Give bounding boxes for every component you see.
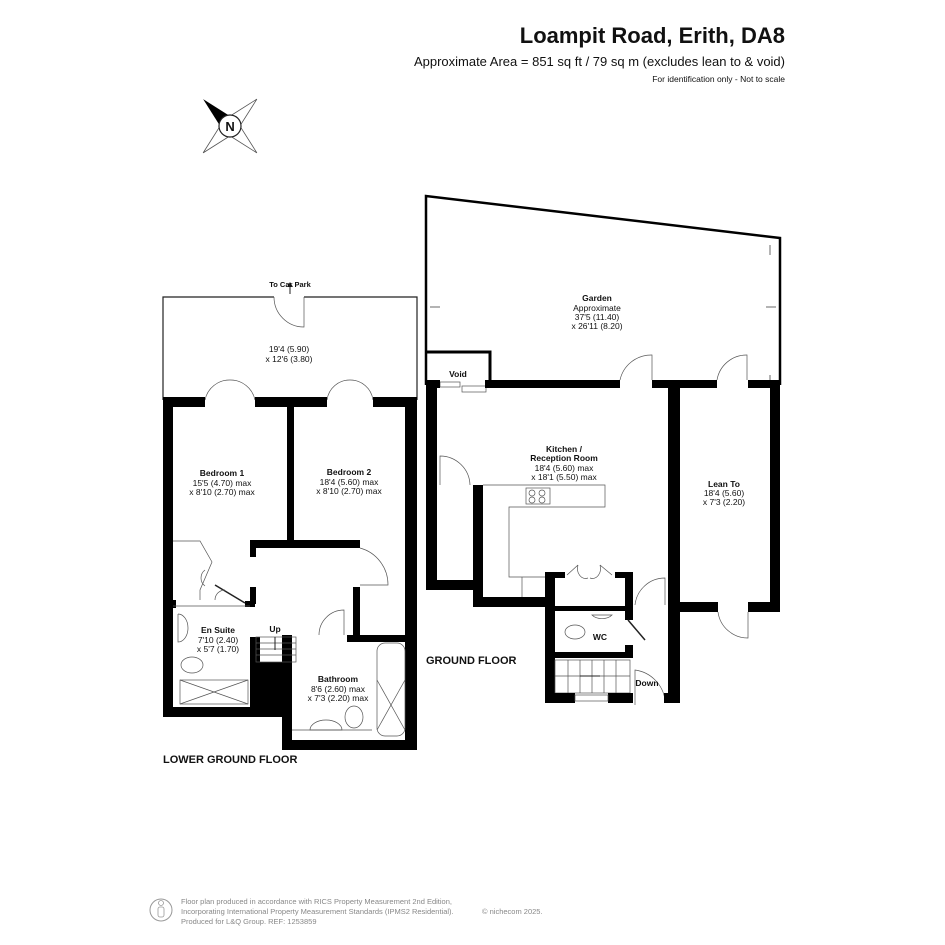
shower-icon	[179, 679, 249, 705]
bedroom2-dim1: 18'4 (5.60) max	[320, 477, 380, 487]
stairs-down-label: Down	[635, 678, 658, 688]
stairs-up-label: Up	[269, 624, 280, 634]
compass-letter: N	[225, 119, 234, 134]
bathroom-name: Bathroom	[318, 674, 359, 684]
garden-note: Approximate	[573, 303, 621, 313]
ground-floor-label: GROUND FLOOR	[426, 655, 516, 667]
ground-floor-plan	[424, 194, 782, 705]
footer-line3: Produced for L&Q Group. REF: 1253859	[181, 917, 317, 926]
garden-dim2: x 26'11 (8.20)	[571, 321, 622, 331]
kitchen-dim2: x 18'1 (5.50) max	[531, 472, 597, 482]
lower-ground-floor-label: LOWER GROUND FLOOR	[163, 754, 297, 766]
void-label: Void	[449, 369, 467, 379]
footer-line1: Floor plan produced in accordance with R…	[181, 897, 452, 906]
patio-dim2: x 12'6 (3.80)	[266, 354, 313, 364]
to-car-park-label: To Car Park	[269, 280, 311, 289]
disclaimer: For identification only - Not to scale	[652, 74, 785, 84]
garden-dim1: 37'5 (11.40)	[575, 312, 620, 322]
toilet-icon	[564, 624, 586, 640]
stairs-down	[554, 659, 631, 694]
bedroom1-name: Bedroom 1	[200, 468, 245, 478]
lower-ground-floor-plan	[162, 282, 418, 750]
ensuite-dim2: x 5'7 (1.70)	[197, 644, 239, 654]
bathroom-dim2: x 7'3 (2.20) max	[308, 693, 369, 703]
kitchen-name1: Kitchen /	[546, 444, 583, 454]
rics-logo-icon	[149, 898, 173, 922]
property-title: Loampit Road, Erith, DA8	[520, 23, 785, 48]
approximate-area: Approximate Area = 851 sq ft / 79 sq m (…	[414, 54, 785, 69]
lean-to-dim2: x 7'3 (2.20)	[703, 497, 745, 507]
bedroom1-dim1: 15'5 (4.70) max	[193, 478, 253, 488]
bedroom2-dim2: x 8'10 (2.70) max	[316, 486, 382, 496]
footer-line2: Incorporating International Property Mea…	[181, 907, 454, 916]
wc-label: WC	[593, 632, 607, 642]
kitchen-dim1: 18'4 (5.60) max	[535, 463, 595, 473]
lean-to-name: Lean To	[708, 479, 740, 489]
toilet-icon	[180, 656, 204, 674]
lean-to-dim1: 18'4 (5.60)	[704, 488, 745, 498]
basin-icon	[309, 719, 343, 731]
stairs-up	[255, 636, 297, 663]
kitchen-name2: Reception Room	[530, 453, 598, 463]
bedroom2-name: Bedroom 2	[327, 467, 372, 477]
hob-icon	[525, 487, 551, 505]
bedroom1-dim2: x 8'10 (2.70) max	[189, 487, 255, 497]
kitchen-counter	[483, 484, 606, 597]
basin-icon	[591, 614, 613, 619]
patio-dim1: 19'4 (5.90)	[269, 344, 310, 354]
footer-copyright: © nichecom 2025.	[482, 907, 543, 916]
bath-icon	[376, 642, 406, 737]
compass-icon: N	[202, 98, 258, 154]
basin-icon	[177, 613, 189, 643]
ensuite-name: En Suite	[201, 625, 235, 635]
garden-name: Garden	[582, 293, 612, 303]
toilet-icon	[344, 705, 364, 729]
bathroom-dim1: 8'6 (2.60) max	[311, 684, 366, 694]
ensuite-dim1: 7'10 (2.40)	[198, 635, 239, 645]
